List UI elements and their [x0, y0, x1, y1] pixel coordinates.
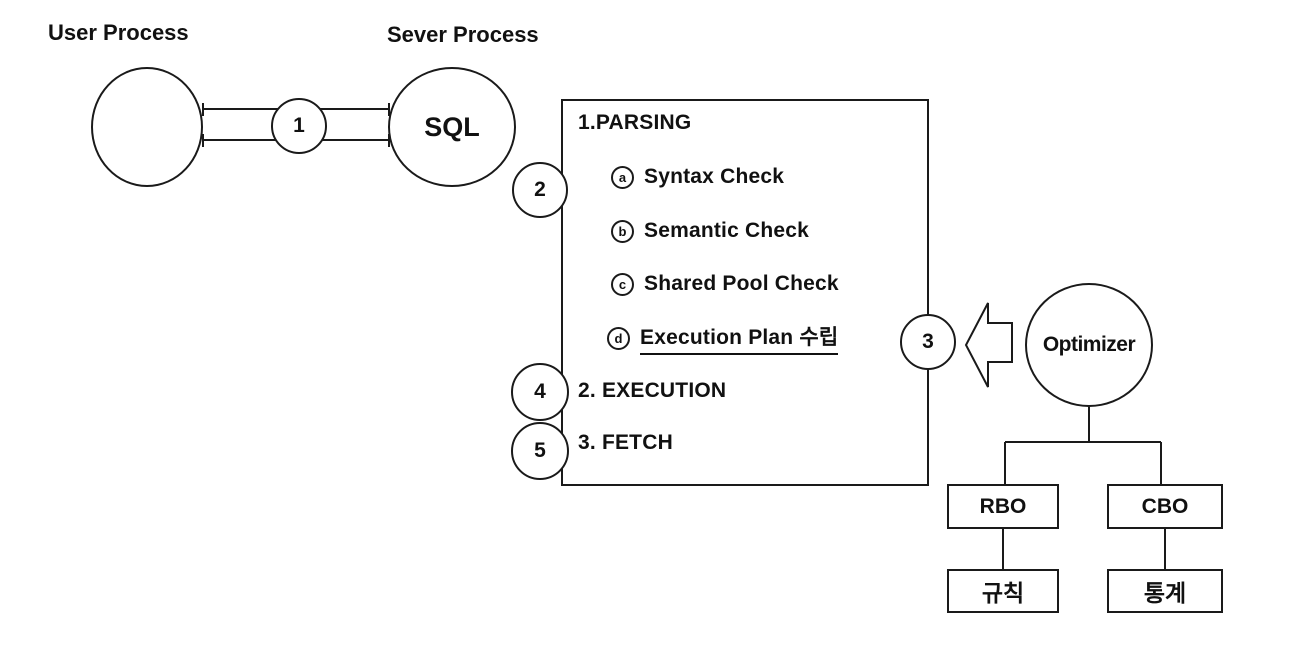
- step-circle-1: 1: [271, 98, 327, 154]
- step-circle-2: 2: [512, 162, 568, 218]
- parsing-item-shared-pool-check: c Shared Pool Check: [611, 272, 839, 296]
- enum-c-icon: c: [611, 272, 634, 296]
- step-number: 3: [922, 330, 934, 353]
- parsing-item-execution-plan: d Execution Plan 수립: [607, 321, 839, 355]
- step-circle-5: 5: [511, 422, 569, 480]
- step-number: 1: [293, 114, 305, 137]
- parsing-box: [561, 99, 929, 486]
- cbo-box: CBO: [1107, 484, 1223, 529]
- cbo-label: CBO: [1141, 494, 1189, 518]
- optimizer-circle: Optimizer: [1025, 283, 1153, 407]
- user-process-circle: [91, 67, 203, 187]
- step-circle-3: 3: [900, 314, 956, 370]
- sql-label: SQL: [424, 111, 480, 142]
- fetch-title: 3. FETCH: [578, 431, 673, 454]
- execution-title: 2. EXECUTION: [578, 379, 727, 402]
- rbo-box: RBO: [947, 484, 1059, 529]
- step-number: 5: [534, 439, 546, 462]
- parsing-item-label: Semantic Check: [644, 219, 810, 242]
- parsing-title: 1.PARSING: [578, 111, 692, 134]
- server-process-circle: SQL: [388, 67, 516, 187]
- parsing-item-syntax-check: a Syntax Check: [611, 165, 784, 189]
- enum-a-icon: a: [611, 165, 634, 189]
- left-arrow-icon: [964, 302, 1013, 388]
- statistics-label: 통계: [1143, 580, 1187, 606]
- enum-b-icon: b: [611, 219, 634, 243]
- rule-label: 규칙: [981, 580, 1025, 606]
- connector-endcap-ticks: [202, 103, 390, 147]
- statistics-box: 통계: [1107, 569, 1223, 613]
- parsing-item-semantic-check: b Semantic Check: [611, 219, 809, 243]
- rbo-label: RBO: [979, 494, 1027, 518]
- user-process-label: User Process: [48, 20, 189, 45]
- optimizer-tree-lines: [1002, 407, 1166, 570]
- server-process-label: Sever Process: [387, 22, 539, 47]
- parsing-item-label: Execution Plan 수립: [640, 321, 839, 355]
- parsing-item-label: Syntax Check: [644, 165, 785, 188]
- enum-d-icon: d: [607, 326, 630, 350]
- optimizer-label: Optimizer: [1042, 333, 1136, 356]
- rule-box: 규칙: [947, 569, 1059, 613]
- parsing-item-label: Shared Pool Check: [644, 272, 839, 295]
- step-circle-4: 4: [511, 363, 569, 421]
- step-number: 2: [534, 178, 546, 201]
- step-number: 4: [534, 380, 546, 403]
